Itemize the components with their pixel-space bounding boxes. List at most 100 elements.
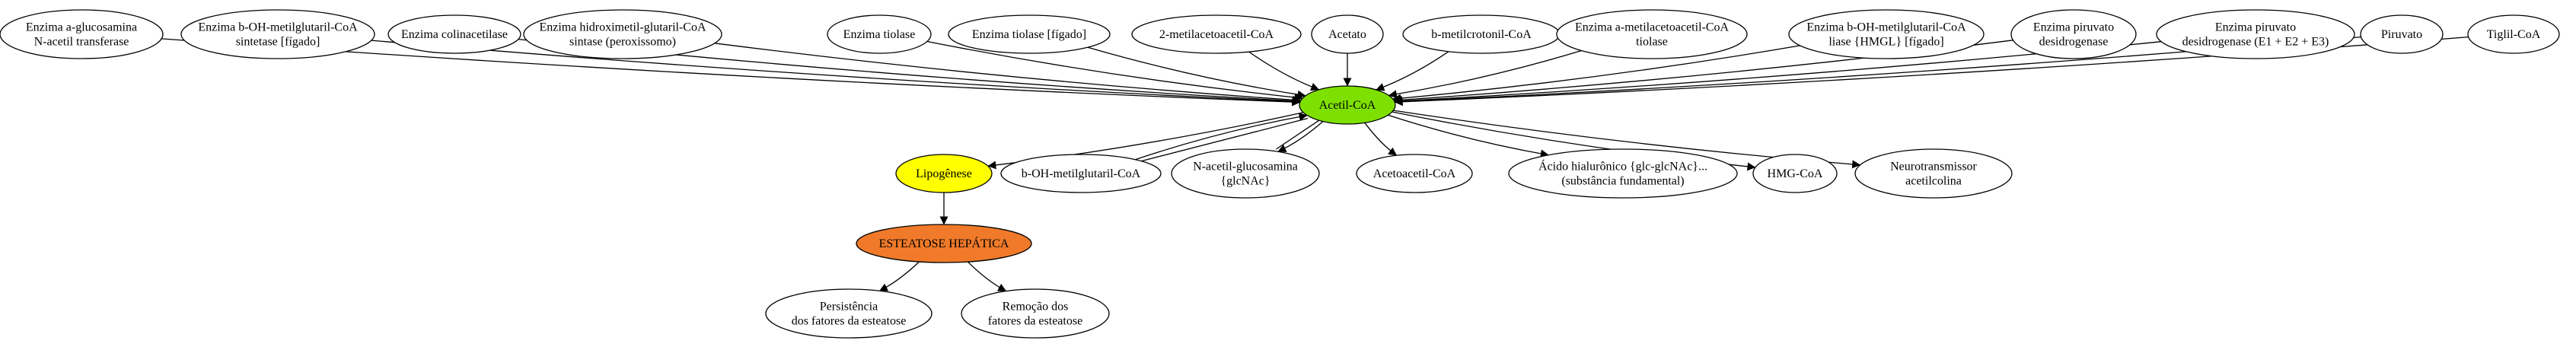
node-label: N-acetil transferase bbox=[34, 36, 129, 49]
edge-enz-tiolase-to-acetilcoa bbox=[926, 40, 1303, 102]
node-bmetilcrot: b-metilcrotonil-CoA bbox=[1402, 14, 1561, 54]
node-tiglil: Tiglil-CoA bbox=[2467, 14, 2560, 54]
node-ellipse bbox=[961, 288, 1110, 339]
node-ellipse bbox=[1788, 9, 1985, 59]
node-label: Neurotransmissor bbox=[1890, 161, 1977, 174]
edge-esteatose-to-persist bbox=[878, 261, 920, 291]
node-label: dos fatores da esteatose bbox=[792, 315, 907, 328]
edge-enz-hidroxi-to-acetilcoa bbox=[714, 43, 1302, 104]
edge-bmetilcrot-to-acetilcoa bbox=[1376, 51, 1449, 91]
node-label: b-metilcrotonil-CoA bbox=[1431, 28, 1532, 41]
node-ellipse bbox=[765, 288, 933, 339]
node-label: N-acetil-glucosamina bbox=[1193, 161, 1298, 174]
node-nacetilglc: N-acetil-glucosamina{glcNAc} bbox=[1171, 148, 1320, 199]
edge-enz-ametil-to-acetilcoa bbox=[1388, 49, 1582, 99]
edge-esteatose-to-remocao bbox=[967, 261, 1007, 292]
node-enz-bohm-liase: Enzima b-OH-metilglutaril-CoA liase {HMGL… bbox=[1788, 9, 1985, 59]
node-label: Enzima a-metilacetoacetil-CoA bbox=[1575, 21, 1730, 34]
edge-bohm-to-acetilcoa bbox=[1135, 113, 1308, 161]
node-ellipse bbox=[523, 9, 722, 59]
node-label: Enzima hidroximetil-glutaril-CoA bbox=[539, 21, 706, 34]
node-label: desidrogenase bbox=[2039, 36, 2109, 49]
node-label: Acetato bbox=[1328, 28, 1366, 41]
node-enz-piruv: Enzima piruvato desidrogenase bbox=[2010, 9, 2137, 59]
edge-enz-tiolase-fig-to-acetilcoa bbox=[1087, 46, 1306, 99]
node-lipogenese: Lipogênese bbox=[895, 154, 993, 193]
node-ellipse bbox=[827, 14, 932, 54]
node-acetato: Acetato bbox=[1311, 14, 1384, 54]
edge-acetilcoa-to-acetoacetil bbox=[1364, 122, 1398, 156]
node-ellipse bbox=[0, 9, 164, 59]
node-label: {glcNAc} bbox=[1220, 175, 1270, 188]
node-ellipse bbox=[895, 154, 993, 193]
edges-layer bbox=[161, 36, 2469, 292]
node-label: Piruvato bbox=[2381, 28, 2422, 41]
edge-acetilcoa-to-nacetilglc bbox=[1277, 121, 1324, 152]
node-label: Enzima tiolase [fígado] bbox=[972, 28, 1086, 41]
node-ellipse bbox=[2467, 14, 2560, 54]
node-ellipse bbox=[1000, 154, 1162, 193]
node-ellipse bbox=[2156, 9, 2355, 59]
node-label: Enzima piruvato bbox=[2215, 21, 2296, 34]
node-ellipse bbox=[1171, 148, 1320, 199]
node-ellipse bbox=[2360, 14, 2444, 54]
node-label: HMG-CoA bbox=[1768, 167, 1823, 180]
node-ellipse bbox=[2010, 9, 2137, 59]
node-label: tiolase bbox=[1636, 36, 1668, 49]
node-enz-bohm-sint: Enzima b-OH-metilglutaril-CoA sintetase [… bbox=[180, 9, 375, 59]
node-label: fatores da esteatose bbox=[988, 315, 1082, 328]
edge-2metil-to-acetilcoa bbox=[1248, 51, 1320, 91]
node-label: sintetase [fígado] bbox=[236, 36, 320, 49]
node-label: desidrogenase (E1 + E2 + E3) bbox=[2182, 36, 2329, 49]
edge-enz-bohm-sint-to-acetilcoa bbox=[371, 40, 1301, 106]
node-label: Ácido hialurônico {glc-glcNAc}... bbox=[1538, 159, 1707, 174]
node-ellipse bbox=[1752, 154, 1838, 193]
node-label: sintase (peroxissomo) bbox=[569, 36, 676, 49]
node-enz-ametil: Enzima a-metilacetoacetil-CoA tiolase bbox=[1556, 9, 1748, 59]
node-ellipse bbox=[1311, 14, 1384, 54]
node-acetoacetil: Acetoacetil-CoA bbox=[1356, 154, 1473, 193]
node-label: Enzima b-OH-metilglutaril-CoA bbox=[1806, 21, 1966, 34]
node-label: ESTEATOSE HEPÁTICA bbox=[879, 236, 1009, 250]
edge-enz-bohm-liase-to-acetilcoa bbox=[1392, 45, 1800, 103]
node-hialuronico: Ácido hialurônico {glc-glcNAc}...(substâ… bbox=[1508, 148, 1738, 199]
node-label: Acetoacetil-CoA bbox=[1373, 167, 1456, 180]
edge-parallel-bohm-to-acetilcoa bbox=[1136, 117, 1309, 164]
node-label: Enzima b-OH-metilglutaril-CoA bbox=[198, 21, 358, 34]
node-label: 2-metilacetoacetil-CoA bbox=[1159, 28, 1274, 41]
node-label: acetilcolina bbox=[1905, 175, 1962, 188]
node-enz-tiolase: Enzima tiolase bbox=[827, 14, 932, 54]
node-acetilcoa: Acetil-CoA bbox=[1299, 85, 1396, 125]
node-ellipse bbox=[180, 9, 375, 59]
node-2metil: 2-metilacetoacetil-CoA bbox=[1131, 14, 1302, 54]
node-enz-tiolase-fig: Enzima tiolase [fígado] bbox=[948, 14, 1111, 54]
node-label: liase {HMGL} [fígado] bbox=[1828, 36, 1943, 49]
node-label: Tiglil-CoA bbox=[2487, 28, 2541, 41]
node-ellipse bbox=[948, 14, 1111, 54]
node-ellipse bbox=[1356, 154, 1473, 193]
node-hmg: HMG-CoA bbox=[1752, 154, 1838, 193]
node-label: b-OH-metilglutaril-CoA bbox=[1022, 167, 1141, 180]
edge-acetilcoa-to-hialuronico bbox=[1388, 114, 1549, 158]
node-bohm: b-OH-metilglutaril-CoA bbox=[1000, 154, 1162, 193]
node-label: Persistência bbox=[820, 301, 878, 314]
node-ellipse bbox=[1854, 148, 2013, 199]
node-ellipse bbox=[856, 224, 1032, 263]
node-ellipse bbox=[1508, 148, 1738, 199]
node-ellipse bbox=[1131, 14, 1302, 54]
node-label: Lipogênese bbox=[916, 167, 972, 180]
node-label: Enzima tiolase bbox=[843, 28, 916, 41]
node-label: Enzima piruvato bbox=[2033, 21, 2114, 34]
node-esteatose: ESTEATOSE HEPÁTICA bbox=[856, 224, 1032, 263]
node-ellipse bbox=[1299, 85, 1396, 125]
node-label: Remoção dos bbox=[1003, 301, 1069, 314]
node-label: Enzima a-glucosamina bbox=[26, 21, 137, 34]
node-enz-piruv-e: Enzima piruvato desidrogenase (E1 + E2 + … bbox=[2156, 9, 2355, 59]
node-piruvato: Piruvato bbox=[2360, 14, 2444, 54]
